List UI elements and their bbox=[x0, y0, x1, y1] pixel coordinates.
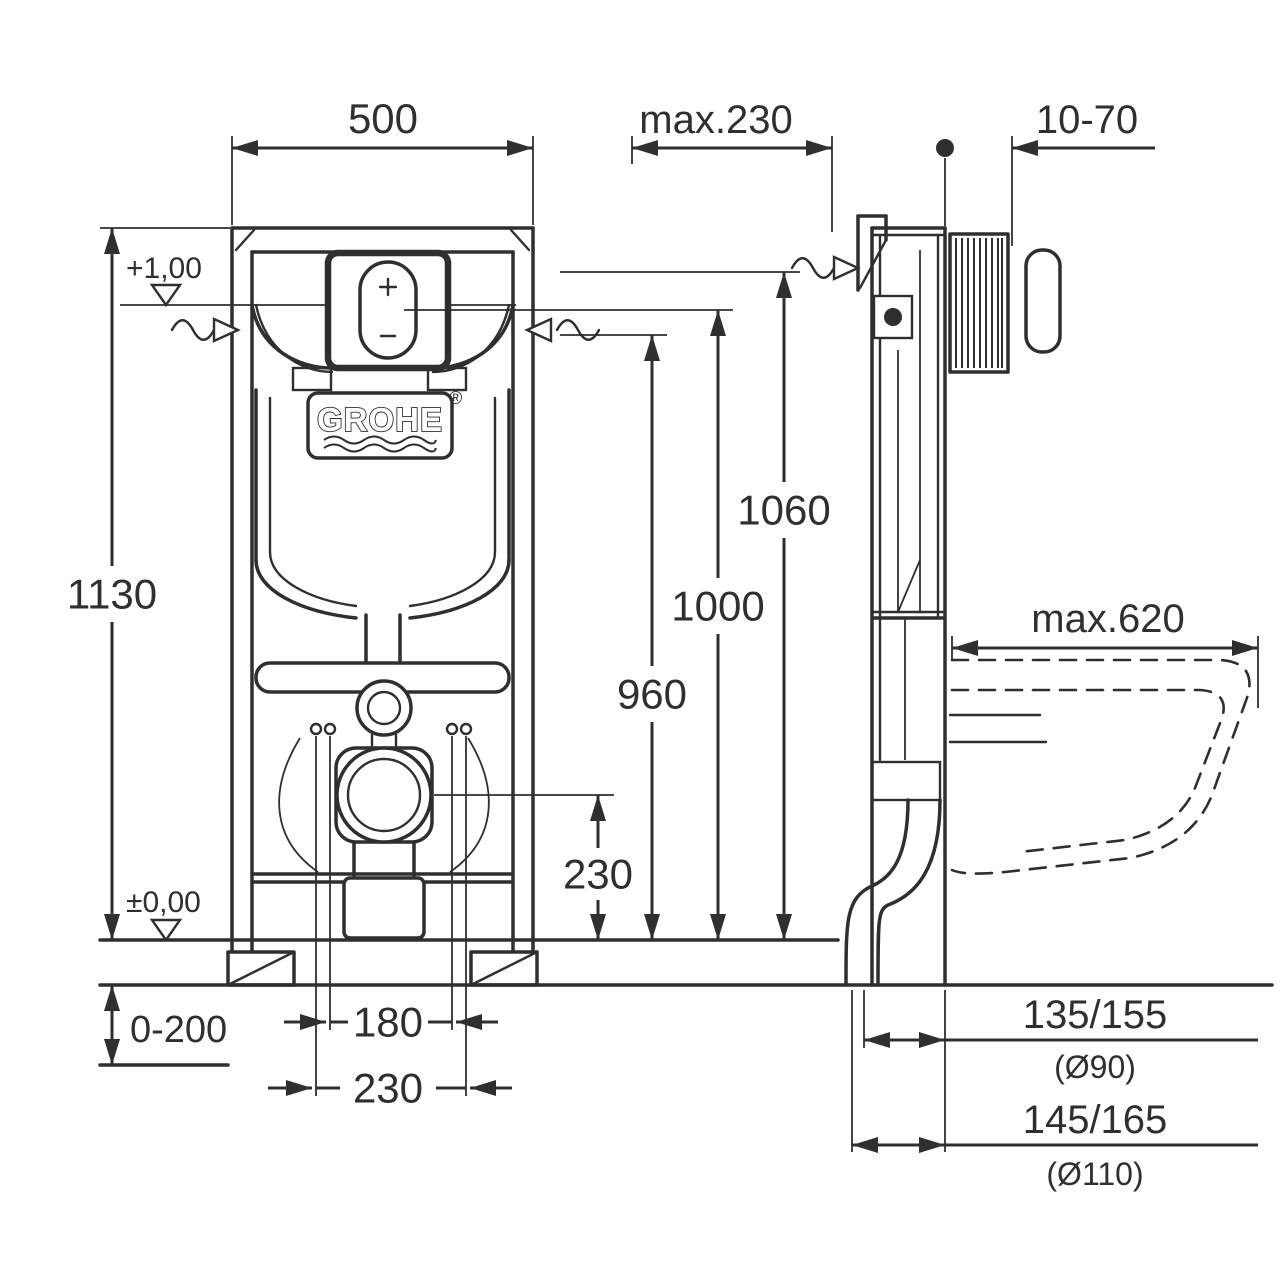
svg-text:10-70: 10-70 bbox=[1036, 98, 1138, 142]
flush-plate-side bbox=[1024, 248, 1062, 354]
level-floor-label: ±0,00 bbox=[126, 886, 201, 919]
dim-max-side-depth: max.620 bbox=[951, 597, 1259, 708]
svg-text:145/165: 145/165 bbox=[1023, 1098, 1168, 1142]
wall-anchor-arrow-right-icon bbox=[524, 317, 601, 343]
actuation-rod bbox=[948, 232, 1010, 374]
drain-bend-side bbox=[844, 760, 942, 987]
dim-frame-height: 1130 bbox=[67, 227, 230, 940]
dim-height-1000: 1000 bbox=[404, 309, 765, 940]
dim-max-depth: max.230 bbox=[631, 98, 833, 232]
grohe-logo-waves bbox=[323, 435, 437, 453]
registered-mark: ® bbox=[449, 388, 462, 408]
svg-text:(Ø110): (Ø110) bbox=[1046, 1156, 1143, 1192]
level-triangle-icon bbox=[149, 283, 183, 308]
dim-outlet-offset-90: 135/155 (Ø90) bbox=[864, 993, 1258, 1085]
dim-height-1060: 1060 bbox=[560, 271, 831, 940]
grohe-logo-text: GROHE bbox=[317, 401, 443, 438]
svg-text:max.230: max.230 bbox=[639, 98, 792, 142]
pan-outline-left bbox=[278, 737, 319, 873]
side-view bbox=[790, 214, 1251, 987]
svg-text:960: 960 bbox=[617, 671, 687, 718]
svg-text:135/155: 135/155 bbox=[1023, 993, 1168, 1037]
foot-plate-right bbox=[469, 950, 539, 987]
svg-text:1130: 1130 bbox=[67, 571, 157, 618]
svg-text:230: 230 bbox=[563, 851, 633, 898]
level-triangle-icon bbox=[149, 918, 183, 943]
wc-bowl-dashed-outline bbox=[948, 658, 1251, 875]
svg-text:230: 230 bbox=[353, 1065, 423, 1112]
foot-plate-left bbox=[226, 950, 296, 987]
svg-text:(Ø90): (Ø90) bbox=[1054, 1049, 1136, 1085]
flush-plate-plus-icon bbox=[378, 277, 398, 297]
dim-front-width: 500 bbox=[231, 95, 534, 225]
svg-text:max.620: max.620 bbox=[1031, 597, 1184, 641]
floor-lines bbox=[98, 304, 1274, 1067]
level-mark-floor: ±0,00 bbox=[126, 886, 201, 943]
pan-outline-right bbox=[449, 737, 490, 873]
outlet-extension-lines bbox=[851, 990, 946, 1152]
frame-outline bbox=[226, 226, 539, 987]
wc-fixing-bolts bbox=[309, 722, 473, 736]
level-mark-upper: +1,00 bbox=[126, 252, 202, 308]
wall-anchor-arrow-side-icon bbox=[790, 255, 861, 281]
flush-bend-connector bbox=[355, 679, 413, 752]
front-view: GROHE ® bbox=[170, 226, 601, 987]
wall-anchor-arrow-left-icon bbox=[170, 317, 241, 343]
level-upper-label: +1,00 bbox=[126, 252, 202, 285]
svg-text:180: 180 bbox=[353, 999, 423, 1046]
bolt-extension-lines bbox=[315, 736, 467, 1096]
svg-text:0-200: 0-200 bbox=[130, 1009, 227, 1051]
dim-plate-range: 10-70 bbox=[936, 98, 1155, 246]
svg-text:500: 500 bbox=[348, 95, 418, 142]
dim-outlet-offset-110: 145/165 (Ø110) bbox=[852, 1098, 1258, 1192]
dim-height-960: 960 bbox=[560, 334, 687, 940]
cistern-internals-side bbox=[872, 250, 921, 760]
svg-text:1060: 1060 bbox=[737, 487, 830, 534]
dimensions: 500 max.230 10-70 1130 0-200 bbox=[67, 95, 1259, 1192]
dim-bolt-spacing: 180 bbox=[284, 999, 498, 1046]
dim-connection-spacing: 230 bbox=[268, 1065, 512, 1112]
cistern-tank bbox=[254, 388, 511, 686]
dim-outlet-height: 230 bbox=[434, 794, 633, 940]
grohe-logo: GROHE ® bbox=[306, 388, 462, 460]
svg-text:1000: 1000 bbox=[671, 583, 764, 630]
frame-side-outline bbox=[870, 226, 947, 987]
dim-foot-adjustment: 0-200 bbox=[104, 985, 227, 1065]
drain-assembly bbox=[334, 746, 434, 940]
cistern-top bbox=[250, 303, 515, 392]
